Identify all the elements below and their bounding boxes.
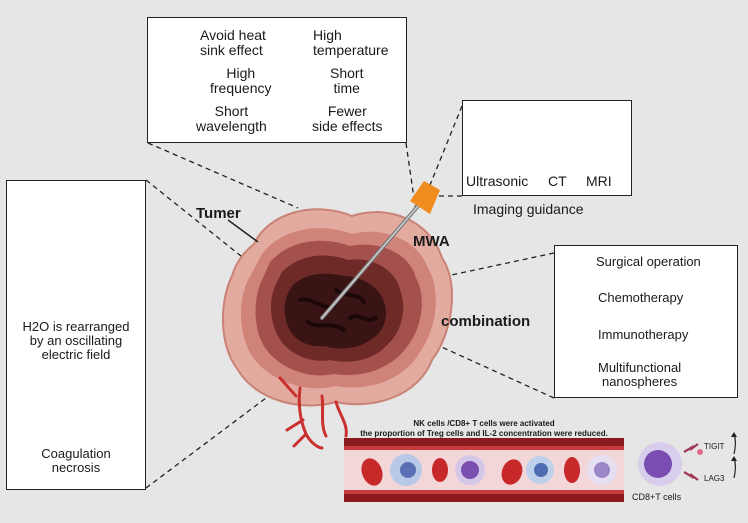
cd8-label: CD8+T cells: [632, 492, 682, 502]
lag3-label: LAG3: [704, 474, 725, 483]
features-panel: [147, 17, 407, 143]
tumer-leader: [227, 219, 259, 243]
immune-line-1: NK cells /CD8+ T cells were activated: [413, 419, 555, 428]
mwa-needle: [320, 181, 440, 320]
tigit-label: TIGIT: [704, 442, 725, 451]
immune-cells: [361, 454, 617, 486]
blood-vessels: [278, 376, 348, 450]
immune-line-2: the proportion of Treg cells and IL-2 co…: [360, 429, 608, 438]
cd8-t-cell: [638, 432, 737, 486]
mwa-label: MWA: [413, 233, 450, 250]
tumer-label: Tumer: [196, 205, 241, 222]
imaging-ct-label: CT: [548, 173, 567, 189]
imaging-mri-label: MRI: [586, 173, 612, 189]
combination-label: combination: [441, 313, 531, 330]
mechanism-panel: [6, 180, 146, 490]
tumor: [221, 208, 453, 407]
combo-chemotherapy: Chemotherapy: [598, 290, 684, 305]
imaging-caption: Imaging guidance: [473, 201, 584, 217]
combo-surgical: Surgical operation: [596, 254, 701, 269]
combo-immunotherapy: Immunotherapy: [598, 327, 689, 342]
imaging-ultrasonic-label: Ultrasonic: [466, 173, 529, 189]
imaging-panel: [462, 100, 632, 196]
combination-panel: [554, 245, 738, 398]
